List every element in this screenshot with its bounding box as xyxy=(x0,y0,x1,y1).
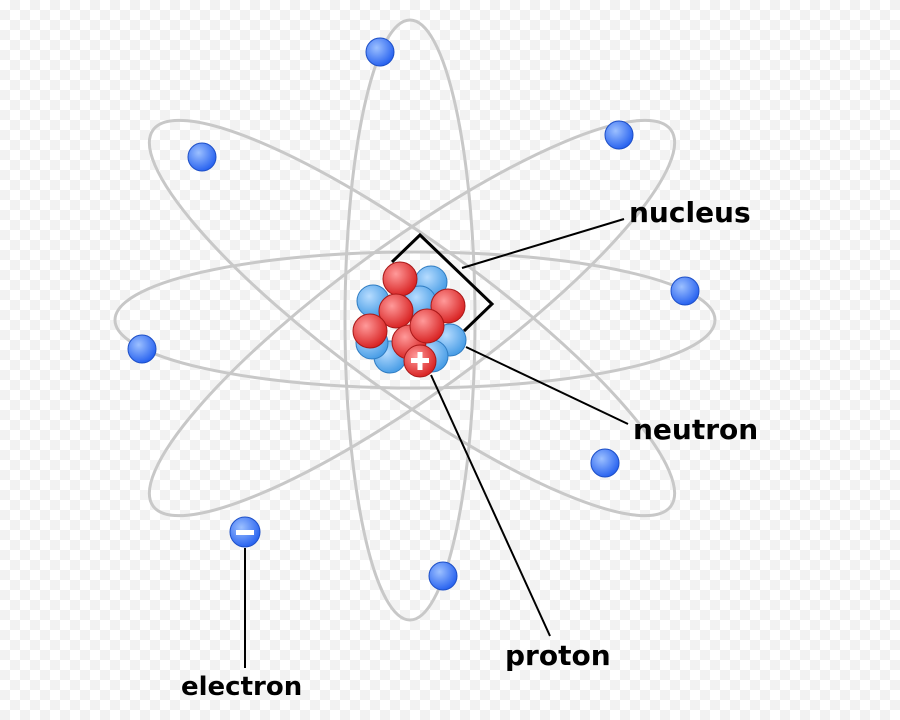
electron xyxy=(670,276,700,306)
proton-label: proton xyxy=(505,639,611,672)
minus-icon xyxy=(236,530,254,535)
electrons xyxy=(127,37,700,591)
proton xyxy=(409,308,445,344)
electron xyxy=(428,561,458,591)
leader-lines xyxy=(244,218,629,668)
proton xyxy=(378,293,414,329)
electron xyxy=(187,142,217,172)
nucleus-bracket xyxy=(390,232,495,333)
orbit-diagonal-down xyxy=(147,118,677,518)
plus-icon xyxy=(411,352,429,370)
neutron-label: neutron xyxy=(633,413,759,446)
proton-leader xyxy=(430,374,551,637)
electron xyxy=(365,37,395,67)
proton xyxy=(382,261,418,297)
electron xyxy=(604,120,634,150)
neutron-leader xyxy=(465,346,629,425)
proton xyxy=(352,313,388,349)
electron xyxy=(590,448,620,478)
nucleus-label: nucleus xyxy=(629,196,751,229)
nucleus xyxy=(352,261,467,378)
orbits xyxy=(113,18,717,622)
orbit-horizontal xyxy=(113,250,717,390)
electron-label: electron xyxy=(181,672,303,702)
electron xyxy=(127,334,157,364)
orbit-diagonal-up xyxy=(147,118,677,518)
nucleus-leader xyxy=(461,218,625,269)
